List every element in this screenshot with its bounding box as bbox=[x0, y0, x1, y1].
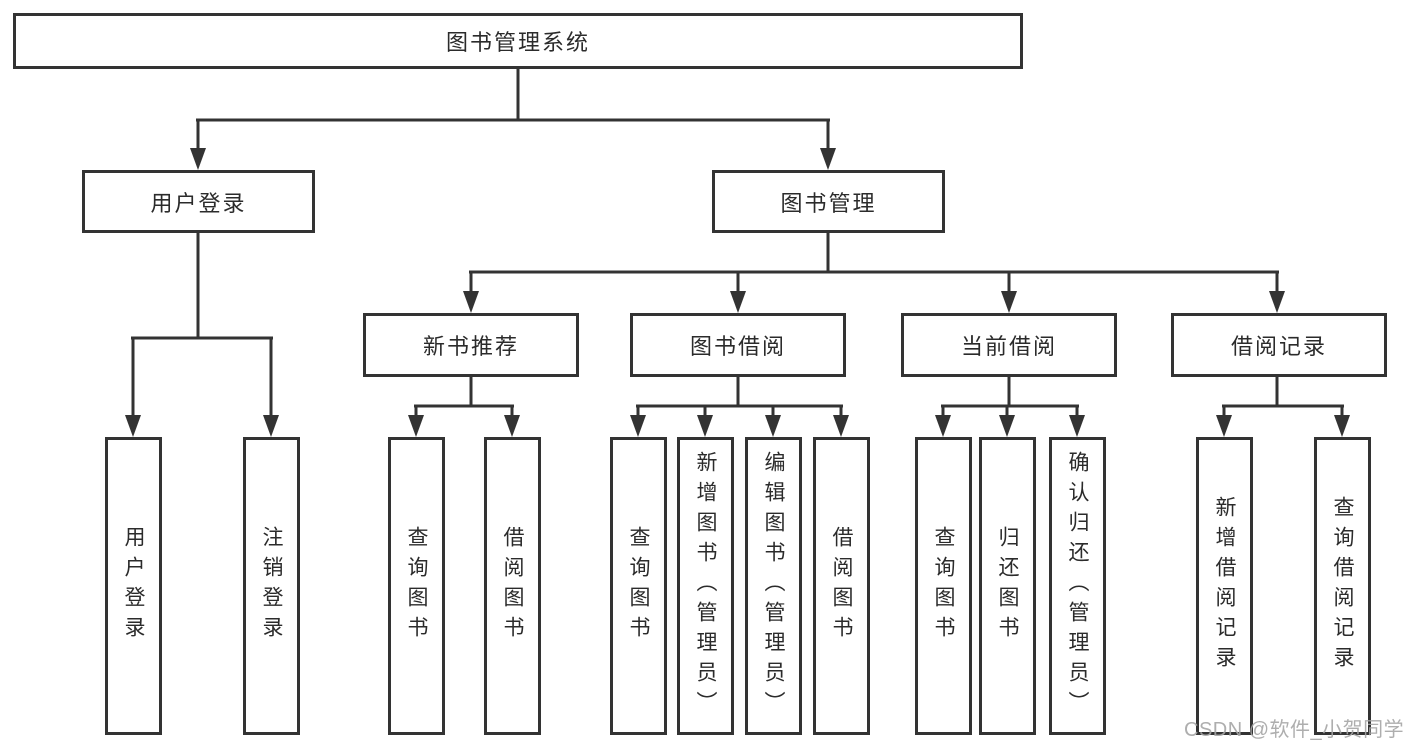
node-borrow-records-label: 借阅记录 bbox=[1230, 334, 1327, 359]
node-new-book-recommend-label: 新书推荐 bbox=[422, 334, 519, 359]
node-book-borrow-label: 图书借阅 bbox=[689, 334, 786, 359]
node-leaf-return-books: 归还图书 bbox=[979, 437, 1036, 735]
node-leaf-borrow-books: 借阅图书 bbox=[813, 437, 870, 735]
node-user-login-branch: 用户登录 bbox=[82, 170, 315, 233]
node-leaf-confirm-return-admin: 确认归还（管理员） bbox=[1049, 437, 1106, 735]
node-book-management-branch-label: 图书管理 bbox=[780, 190, 877, 216]
node-leaf-query-books-recommend: 查询图书 bbox=[388, 437, 445, 735]
node-borrow-records: 借阅记录 bbox=[1171, 313, 1387, 377]
node-new-book-recommend: 新书推荐 bbox=[363, 313, 579, 377]
node-leaf-query-borrow-record: 查询借阅记录 bbox=[1314, 437, 1371, 735]
node-leaf-add-borrow-record: 新增借阅记录 bbox=[1196, 437, 1253, 735]
node-leaf-user-login: 用户登录 bbox=[105, 437, 162, 735]
node-leaf-query-books-borrow: 查询图书 bbox=[610, 437, 667, 735]
node-leaf-query-books-current: 查询图书 bbox=[915, 437, 972, 735]
node-leaf-logout: 注销登录 bbox=[243, 437, 300, 735]
node-current-borrow-label: 当前借阅 bbox=[960, 334, 1057, 359]
node-leaf-add-books-admin: 新增图书（管理员） bbox=[677, 437, 734, 735]
node-root-system: 图书管理系统 bbox=[13, 13, 1023, 69]
node-root-system-label: 图书管理系统 bbox=[445, 30, 590, 55]
node-book-borrow: 图书借阅 bbox=[630, 313, 846, 377]
node-book-management-branch: 图书管理 bbox=[712, 170, 945, 233]
node-user-login-branch-label: 用户登录 bbox=[150, 190, 247, 216]
node-leaf-borrow-books-recommend: 借阅图书 bbox=[484, 437, 541, 735]
node-leaf-edit-books-admin: 编辑图书（管理员） bbox=[745, 437, 802, 735]
csdn-watermark: CSDN @软件_小贺同学 bbox=[1184, 719, 1405, 741]
node-current-borrow: 当前借阅 bbox=[901, 313, 1117, 377]
